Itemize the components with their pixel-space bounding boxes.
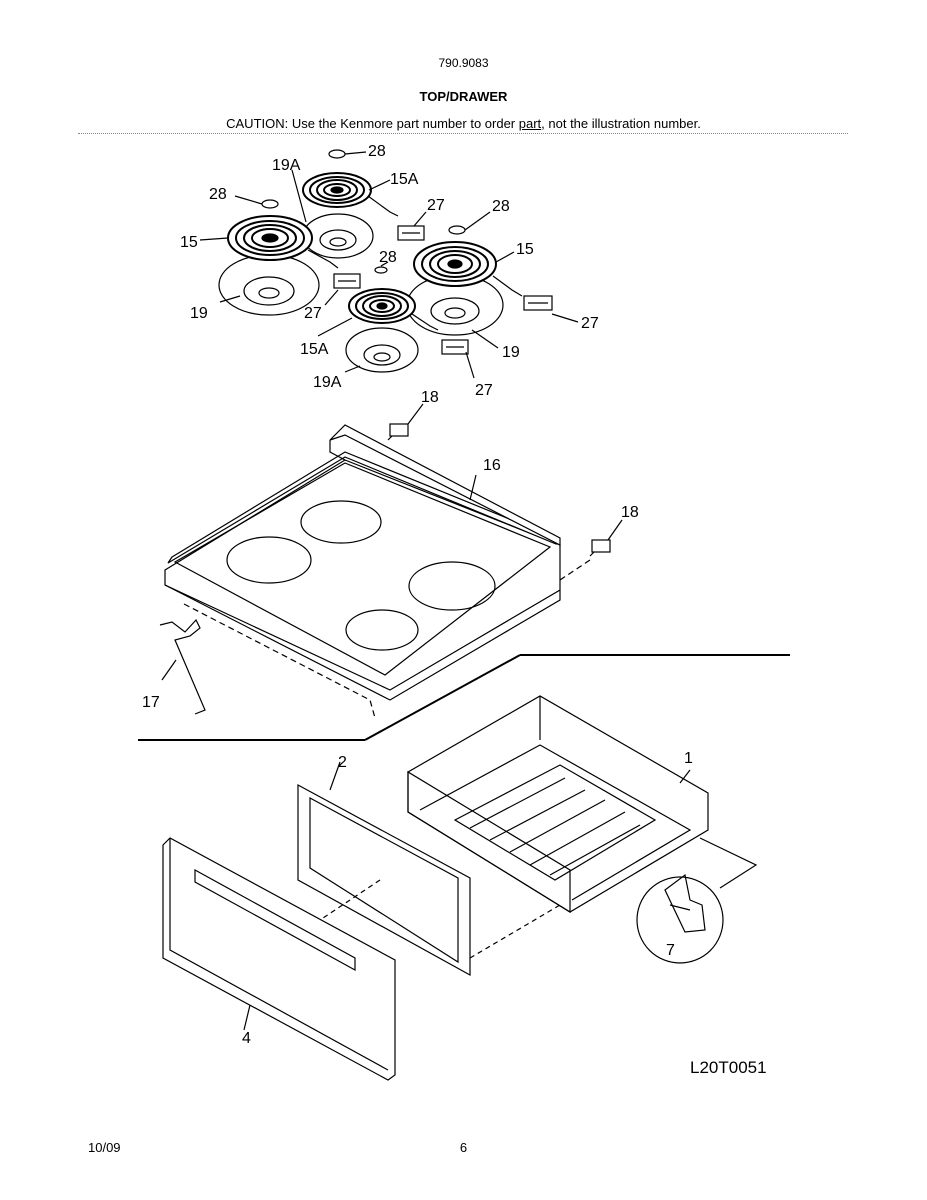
callout-27-d: 27 xyxy=(475,382,493,399)
page-title: TOP/DRAWER xyxy=(419,89,508,104)
bracket-18-back xyxy=(387,423,409,441)
callout-4: 4 xyxy=(242,1030,251,1047)
callout-15-b: 15 xyxy=(516,241,534,258)
drawer-body-1 xyxy=(407,695,758,914)
callout-16: 16 xyxy=(483,457,501,474)
surface-element-15a-back xyxy=(302,172,399,217)
callout-28-b: 28 xyxy=(209,186,227,203)
callout-28-a: 28 xyxy=(368,143,386,160)
callout-19-b: 19 xyxy=(502,344,520,361)
callout-18-a: 18 xyxy=(421,389,439,406)
hinge-17 xyxy=(159,618,206,715)
model-number: 790.9083 xyxy=(438,56,489,70)
drawer-panel-2 xyxy=(297,761,471,977)
callout-15-a: 15 xyxy=(180,234,198,251)
callout-28-c: 28 xyxy=(492,198,510,215)
caution-prefix: CAUTION: Use the Kenmore part number to … xyxy=(226,116,519,131)
page-number: 6 xyxy=(459,1140,468,1155)
trim-ring-28-left xyxy=(261,199,279,209)
surface-element-15-left xyxy=(227,215,339,269)
drip-bowl-19a-front xyxy=(345,327,419,373)
surface-element-15a-front xyxy=(348,288,439,331)
callout-27-b: 27 xyxy=(304,305,322,322)
callout-27-c: 27 xyxy=(581,315,599,332)
drip-bowl-19a-back xyxy=(302,213,374,259)
receptacle-27-b xyxy=(333,273,361,289)
callout-15a-b: 15A xyxy=(300,341,329,358)
illustration-code: L20T0051 xyxy=(690,1058,767,1077)
callout-15a-a: 15A xyxy=(390,171,419,188)
caution-notice: CAUTION: Use the Kenmore part number to … xyxy=(0,116,927,131)
trim-ring-28-right xyxy=(448,225,466,235)
callout-19a-a: 19A xyxy=(272,157,301,174)
callout-18-b: 18 xyxy=(621,504,639,521)
caution-suffix: , not the illustration number. xyxy=(541,116,701,131)
trim-ring-28-front xyxy=(374,266,388,274)
drip-bowl-19-left xyxy=(218,254,320,316)
callout-19-a: 19 xyxy=(190,305,208,322)
receptacle-27-c xyxy=(523,295,553,311)
callout-27-a: 27 xyxy=(427,197,445,214)
callout-1: 1 xyxy=(684,750,693,767)
part-link[interactable]: part xyxy=(518,116,542,131)
drawer-front-4 xyxy=(162,837,396,1081)
trim-ring-28-top xyxy=(328,149,346,159)
callout-19a-b: 19A xyxy=(313,374,342,391)
callout-17: 17 xyxy=(142,694,160,711)
callout-28-d: 28 xyxy=(379,249,397,266)
callout-7: 7 xyxy=(666,942,675,959)
revision-date: 10/09 xyxy=(88,1140,121,1155)
callout-2: 2 xyxy=(338,754,347,771)
receptacle-27-a xyxy=(397,225,425,241)
surface-element-15-right xyxy=(413,241,523,297)
header-divider xyxy=(78,133,848,134)
main-top-16 xyxy=(164,424,561,701)
bracket-18-right xyxy=(589,539,611,557)
glide-detail-7 xyxy=(636,873,724,964)
receptacle-27-d xyxy=(441,339,469,355)
